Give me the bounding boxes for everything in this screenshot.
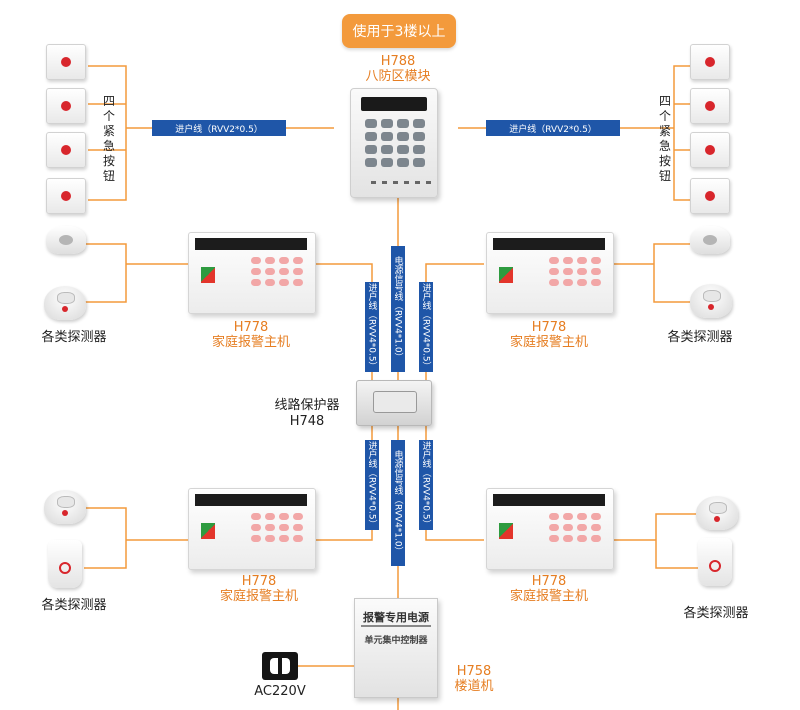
protector-label: 线路保护器 H748 <box>262 398 352 430</box>
panic-button <box>46 178 86 214</box>
red-dot-icon <box>705 191 715 201</box>
red-dot-icon <box>705 57 715 67</box>
detectors-label: 各类探测器 <box>41 330 107 345</box>
psu-divider <box>361 625 431 627</box>
red-dot-icon <box>61 101 71 111</box>
module-keypad <box>365 119 425 167</box>
protector-window <box>373 391 417 413</box>
protector-name: 线路保护器 <box>274 398 340 413</box>
brand-logo-icon <box>201 523 215 539</box>
host-name: 家庭报警主机 <box>509 589 588 604</box>
cable-lower-mid: 电源信号线（RVV4*1.0） <box>391 440 405 566</box>
host-display <box>493 494 605 506</box>
ring-icon <box>709 560 721 572</box>
detectors-label: 各类探测器 <box>41 598 107 613</box>
lens-icon <box>703 235 717 245</box>
host-model: H778 <box>531 320 567 335</box>
brand-logo-icon <box>499 267 513 283</box>
red-dot-icon <box>714 516 720 522</box>
smoke-detector <box>44 490 86 524</box>
power-source-label: AC220V <box>254 684 306 699</box>
panic-buttons-label: 四个紧急按钮 <box>102 94 115 183</box>
host-label: H778 家庭报警主机 <box>494 320 604 350</box>
host-display <box>195 494 307 506</box>
pir-detector <box>690 226 730 254</box>
red-dot-icon <box>61 191 71 201</box>
psu-name: 楼道机 <box>454 679 494 694</box>
usage-banner: 使用于3楼以上 <box>342 14 456 48</box>
cable-lower-left: 进户线（RVV4*0.5） <box>365 440 379 530</box>
cable-upper-mid: 电源信号线（RVV4*1.0） <box>391 246 405 372</box>
module-model: H788 <box>380 54 416 69</box>
protector-model: H748 <box>289 414 325 429</box>
red-dot-icon <box>61 145 71 155</box>
red-dot-icon <box>62 510 68 516</box>
red-dot-icon <box>705 145 715 155</box>
detectors-label: 各类探测器 <box>667 330 733 345</box>
panic-buttons-label: 四个紧急按钮 <box>658 94 671 183</box>
host-model: H778 <box>241 574 277 589</box>
host-keypad <box>549 513 601 542</box>
host-name: 家庭报警主机 <box>219 589 298 604</box>
host-model: H778 <box>233 320 269 335</box>
host-model: H778 <box>531 574 567 589</box>
gas-detector <box>48 540 82 588</box>
home-alarm-host <box>188 488 316 570</box>
detectors-label: 各类探测器 <box>683 606 749 621</box>
module-label: H788 八防区模块 <box>348 54 448 84</box>
cable-upper-right: 进户线（RVV4*0.5） <box>419 282 433 372</box>
panic-button <box>46 88 86 124</box>
eight-zone-module <box>350 88 438 198</box>
psu-subtitle: 单元集中控制器 <box>364 636 428 646</box>
home-alarm-host <box>486 488 614 570</box>
panic-button <box>690 44 730 80</box>
host-display <box>195 238 307 250</box>
module-display <box>361 97 427 111</box>
alarm-power-supply: 报警专用电源 单元集中控制器 <box>354 598 438 698</box>
smoke-detector <box>690 284 732 318</box>
red-dot-icon <box>62 306 68 312</box>
cable-top-right: 进户线（RVV2*0.5） <box>486 120 620 136</box>
psu-title: 报警专用电源 <box>363 611 429 624</box>
ring-icon <box>59 562 71 574</box>
host-name: 家庭报警主机 <box>211 335 290 350</box>
red-dot-icon <box>708 304 714 310</box>
power-plug-icon <box>262 652 298 680</box>
panic-button <box>690 88 730 124</box>
host-name: 家庭报警主机 <box>509 335 588 350</box>
home-alarm-host <box>188 232 316 314</box>
smoke-detector <box>696 496 738 530</box>
smoke-detector <box>44 286 86 320</box>
brand-logo-icon <box>499 523 513 539</box>
red-dot-icon <box>705 101 715 111</box>
host-label: H778 家庭报警主机 <box>204 574 314 604</box>
home-alarm-host <box>486 232 614 314</box>
host-keypad <box>549 257 601 286</box>
cable-upper-left: 进户线（RVV4*0.5） <box>365 282 379 372</box>
host-keypad <box>251 513 303 542</box>
host-label: H778 家庭报警主机 <box>196 320 306 350</box>
pir-detector <box>46 226 86 254</box>
module-leds <box>371 181 431 184</box>
panic-button <box>690 178 730 214</box>
panic-button <box>690 132 730 168</box>
cable-top-left: 进户线（RVV2*0.5） <box>152 120 286 136</box>
psu-model: H758 <box>456 664 492 679</box>
host-label: H778 家庭报警主机 <box>494 574 604 604</box>
panic-button <box>46 132 86 168</box>
psu-label: H758 楼道机 <box>444 664 504 694</box>
lens-icon <box>59 235 73 245</box>
brand-logo-icon <box>201 267 215 283</box>
panic-button <box>46 44 86 80</box>
gas-detector <box>698 538 732 586</box>
host-keypad <box>251 257 303 286</box>
line-protector <box>356 380 432 426</box>
module-name: 八防区模块 <box>365 69 431 84</box>
host-display <box>493 238 605 250</box>
cable-lower-right: 进户线（RVV4*0.5） <box>419 440 433 530</box>
red-dot-icon <box>61 57 71 67</box>
